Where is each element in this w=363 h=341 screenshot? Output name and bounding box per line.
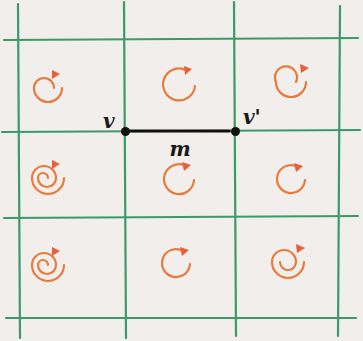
graph-vertex: v (121, 127, 130, 136)
vertex-label: v (103, 111, 115, 131)
vertex-label: v' (243, 107, 261, 127)
graph-vertex: v' (231, 127, 240, 136)
graph-edge (130, 131, 231, 132)
edge-label: m (167, 139, 192, 159)
